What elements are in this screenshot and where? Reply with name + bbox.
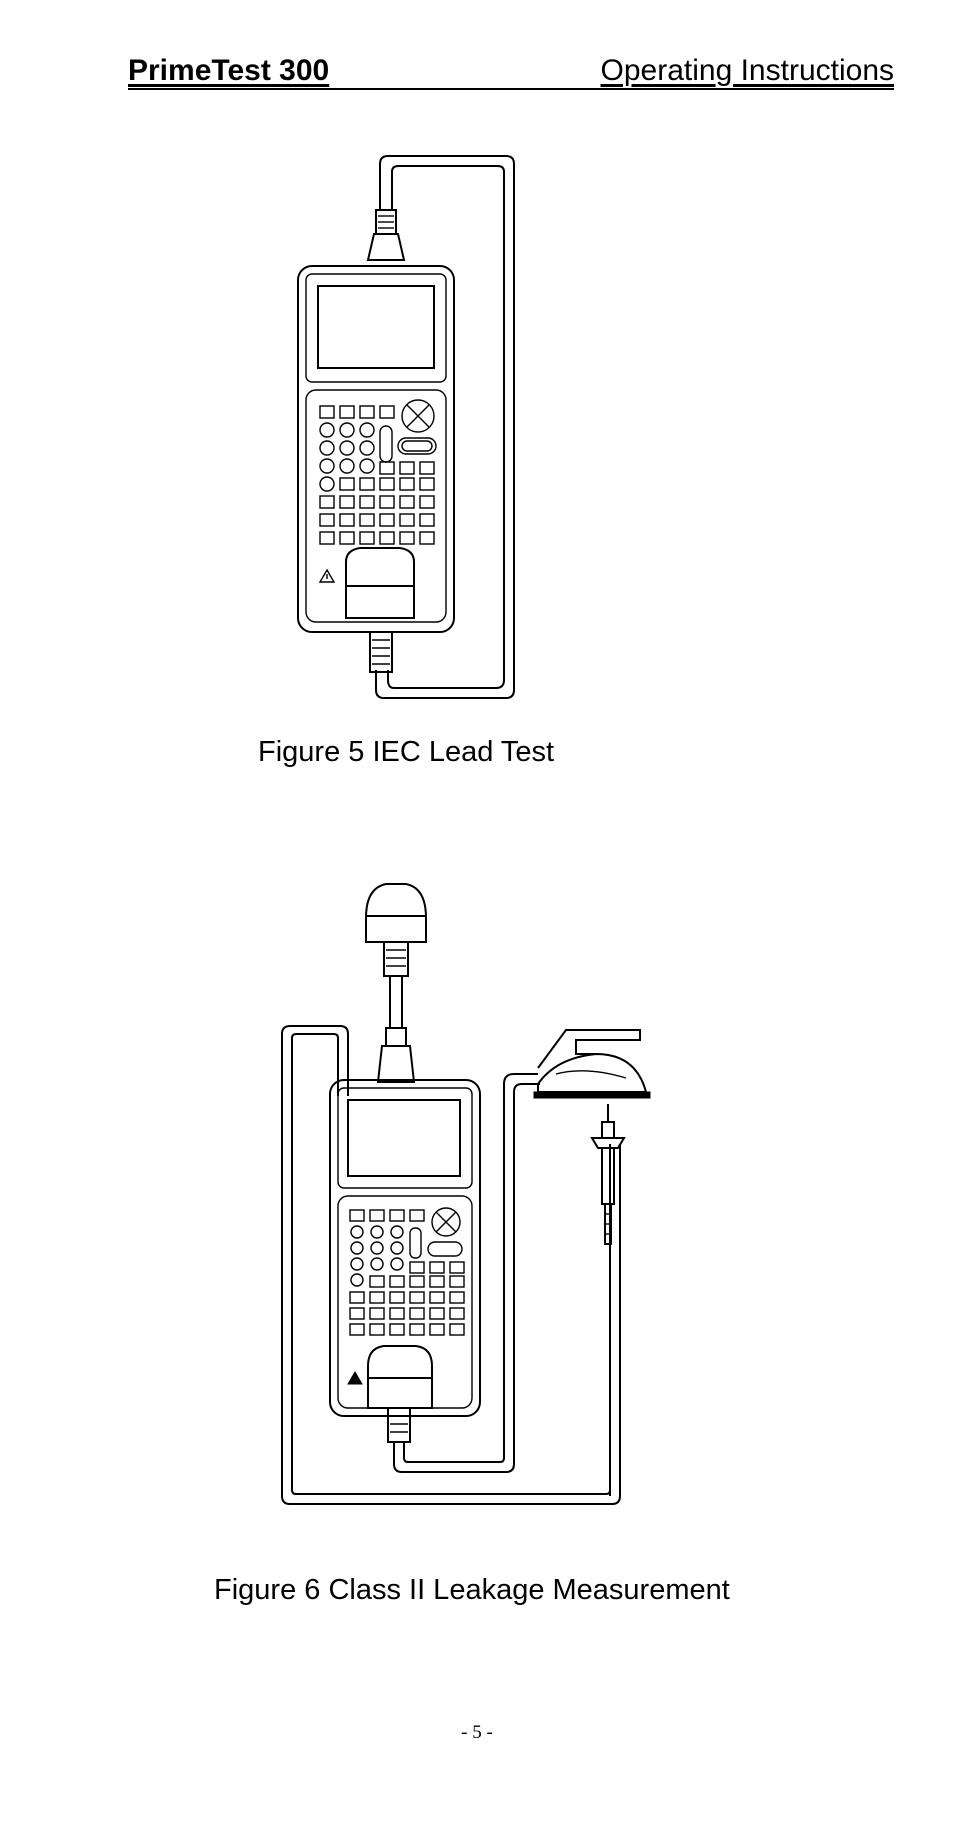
figure-6-caption: Figure 6 Class II Leakage Measurement (214, 1574, 730, 1606)
figure-6-illustration (281, 883, 651, 1505)
page-header: PrimeTest 300 Operating Instructions (128, 50, 894, 90)
warning-icon (318, 568, 336, 583)
figure-5-illustration (297, 155, 515, 699)
figure-5-caption: Figure 5 IEC Lead Test (258, 736, 555, 768)
page-number: - 5 - (461, 1722, 493, 1743)
warning-icon (347, 1371, 363, 1385)
keypad-grid (319, 399, 437, 545)
iron-icon (533, 1029, 651, 1099)
test-probe-icon (590, 1104, 626, 1245)
product-title: PrimeTest 300 (128, 54, 330, 87)
keypad-grid (349, 1207, 465, 1336)
section-title: Operating Instructions (600, 54, 894, 87)
